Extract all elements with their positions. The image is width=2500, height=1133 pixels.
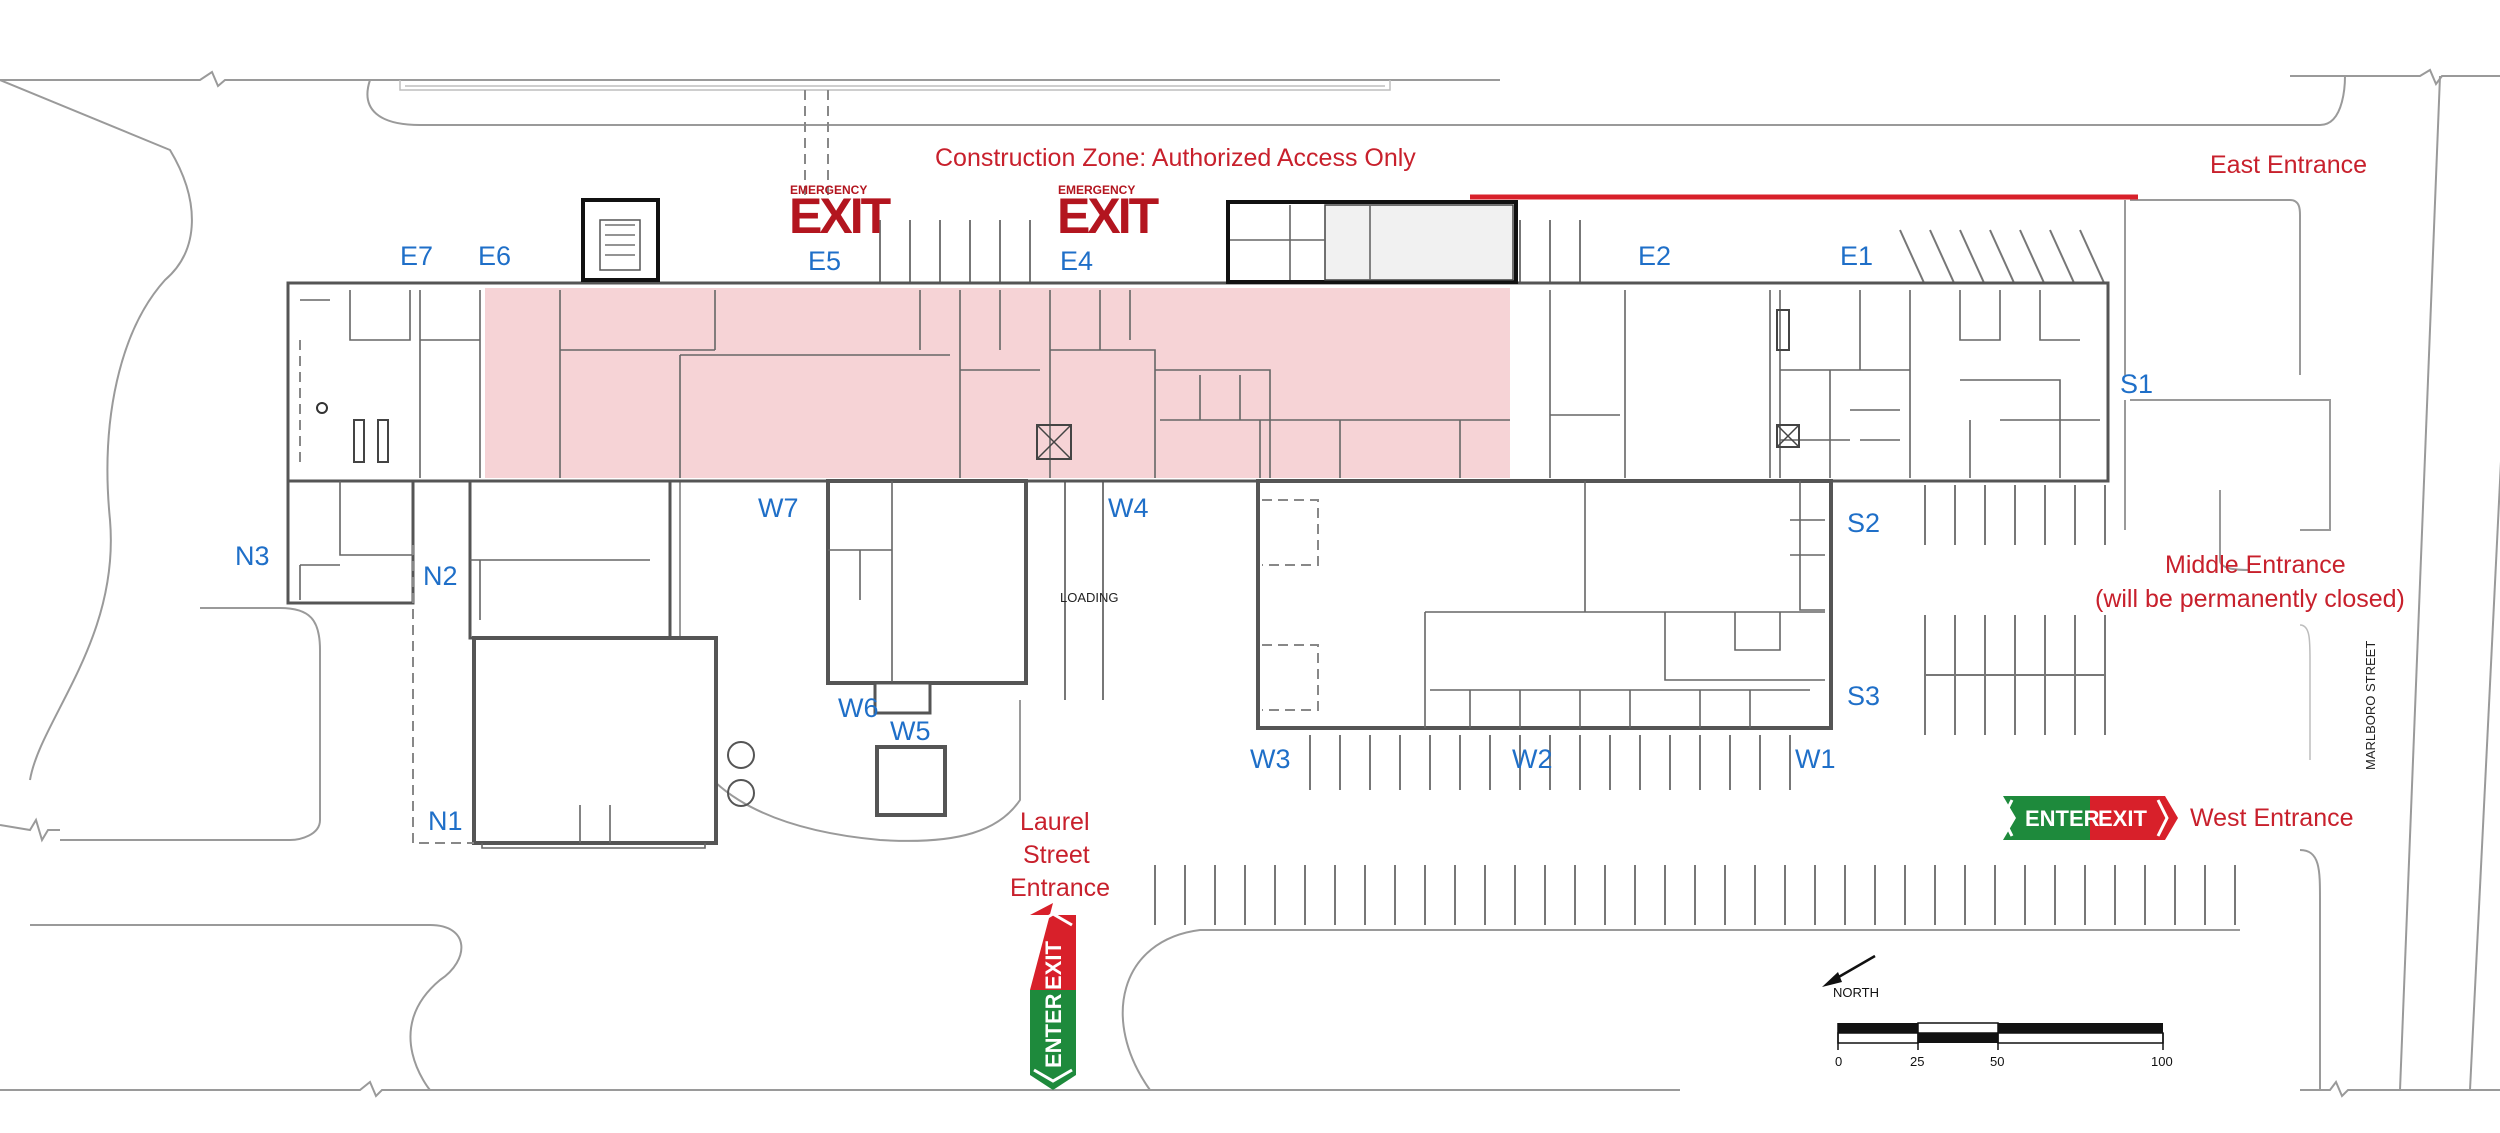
door-S1: S1: [2120, 369, 2153, 399]
scale-tick-50: 50: [1990, 1054, 2004, 1069]
door-E1: E1: [1840, 241, 1873, 271]
middle-entrance-note: (will be permanently closed): [2095, 585, 2405, 613]
scale-tick-100: 100: [2151, 1054, 2173, 1069]
laurel-enter-exit-sign: EXIT ENTER: [1030, 903, 1076, 1090]
middle-entrance-label: Middle Entrance: [2165, 551, 2346, 579]
stalls-loading: [1064, 480, 1104, 700]
laurel-enter-text: ENTER: [1041, 993, 1066, 1068]
door-W2: W2: [1512, 744, 1553, 774]
door-E6: E6: [478, 241, 511, 271]
svg-text:EMERGENCY: EMERGENCY: [790, 183, 867, 197]
door-N1: N1: [428, 806, 463, 836]
west-enter-exit-sign: ENTER EXIT: [2001, 796, 2178, 840]
scale-tick-25: 25: [1910, 1054, 1924, 1069]
laurel-entrance-label-1: Laurel: [1020, 808, 1090, 836]
door-E2: E2: [1638, 241, 1671, 271]
south-wing-right: [1256, 479, 1833, 730]
emergency-walkways: [804, 90, 829, 195]
street-label: MARLBORO STREET: [2363, 641, 2378, 770]
laurel-entrance-label-2: Street: [1023, 841, 1090, 869]
door-E4: E4: [1060, 246, 1093, 276]
door-W3: W3: [1250, 744, 1291, 774]
stalls-lower-row: [1154, 865, 2236, 925]
parking-stalls: [879, 220, 2236, 925]
south-wing-center: [826, 479, 1028, 817]
scale-bar: 0 25 50 100: [1835, 1022, 2173, 1069]
door-N2: N2: [423, 561, 458, 591]
svg-text:EXIT: EXIT: [789, 188, 891, 244]
emergency-exit-left: EMERGENCY EXIT: [789, 183, 894, 244]
door-W4: W4: [1108, 493, 1149, 523]
west-entrance-label: West Entrance: [2190, 804, 2354, 832]
door-E7: E7: [400, 241, 433, 271]
scale-tick-0: 0: [1835, 1054, 1842, 1069]
laurel-entrance-label-3: Entrance: [1010, 874, 1110, 902]
door-labels: E7 E6 E5 E4 E2 E1 S1 S2 S3 W1 W2 W3 W4 W…: [235, 241, 2153, 836]
west-exit-text: EXIT: [2098, 806, 2147, 831]
door-W1: W1: [1795, 744, 1836, 774]
emergency-exit-right: EMERGENCY EXIT: [1057, 183, 1162, 244]
laurel-exit-text: EXIT: [1041, 941, 1066, 990]
main-building: [286, 281, 2110, 483]
door-N3: N3: [235, 541, 270, 571]
stalls-top: [879, 220, 2106, 286]
door-S3: S3: [1847, 681, 1880, 711]
door-W5: W5: [890, 716, 931, 746]
arrow-head-icon: [1822, 972, 1842, 987]
north-label: NORTH: [1833, 985, 1879, 1000]
svg-text:EXIT: EXIT: [1057, 188, 1159, 244]
stair-towers: [581, 198, 1518, 284]
north-arrow: NORTH: [1822, 954, 1879, 1000]
door-S2: S2: [1847, 508, 1880, 538]
roads: [0, 68, 2500, 1098]
south-wing-left: [286, 479, 755, 849]
west-enter-text: ENTER: [2025, 806, 2100, 831]
door-W6: W6: [838, 693, 879, 723]
door-E5: E5: [808, 246, 841, 276]
construction-notice: Construction Zone: Authorized Access Onl…: [935, 144, 1416, 172]
stalls-right: [1924, 485, 2106, 735]
loading-label: LOADING: [1060, 590, 1119, 605]
east-entrance-label: East Entrance: [2210, 151, 2367, 179]
door-W7: W7: [758, 493, 799, 523]
stalls-bottom-building: [1309, 735, 1791, 790]
svg-text:EMERGENCY: EMERGENCY: [1058, 183, 1135, 197]
